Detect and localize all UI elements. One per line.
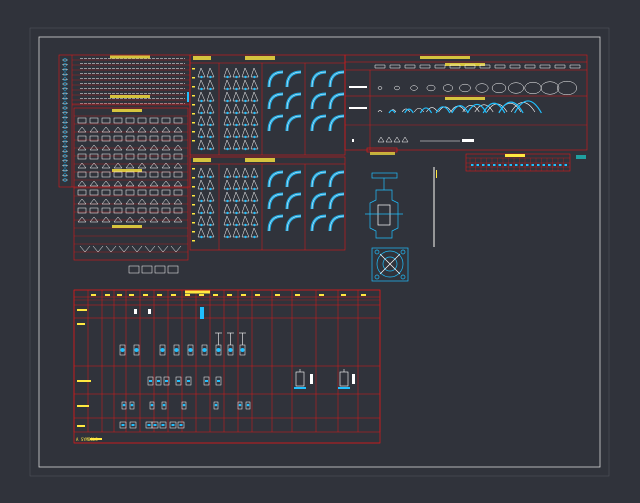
sheet-border [38,36,601,468]
small-symbols-row [128,265,179,274]
pipe-size-table [58,54,191,188]
vertical-note [433,167,437,247]
flange-icon [371,247,409,282]
piping-symbol-matrix [73,289,381,444]
valve-icon [365,147,403,239]
elbow-block-upper [189,54,346,156]
elbow-block-lower [189,156,346,251]
small-legend-table [465,153,571,172]
fitting-symbol-table [73,107,189,261]
legend-marker [576,155,586,159]
reducer-table [344,54,588,151]
symbols-caption: A SYMBOLS [76,437,98,442]
